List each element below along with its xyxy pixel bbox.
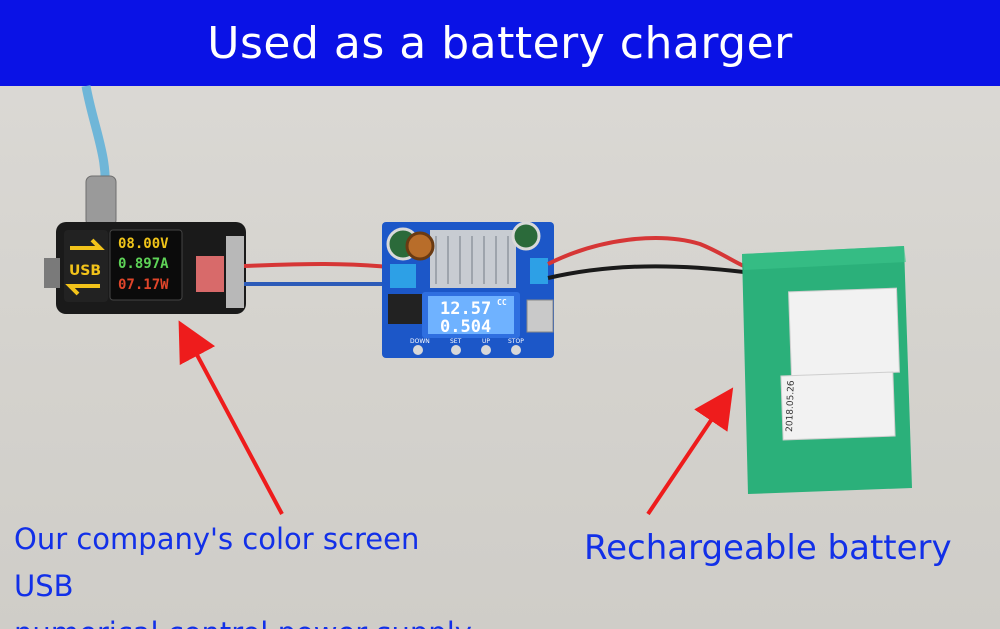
usb-logo-text: USB: [69, 263, 101, 279]
usb-power-readout: 07.17W: [118, 277, 169, 293]
banner-title: Used as a battery charger: [0, 0, 1000, 86]
buck-button-label-down: DOWN: [410, 338, 430, 345]
black-wire-out: [547, 264, 745, 280]
buck-button-label-stop: STOP: [508, 338, 524, 345]
power-supply-caption: Our company's color screen USB numerical…: [14, 516, 484, 629]
power-supply-caption-line2: numerical control power supply: [14, 610, 484, 629]
usb-logo: USB: [65, 238, 105, 296]
buck-current-readout: 0.504: [440, 317, 491, 337]
buck-button-label-up: UP: [482, 338, 490, 345]
power-supply-caption-line1: Our company's color screen USB: [14, 522, 420, 603]
red-wire-out: [547, 236, 745, 268]
rechargeable-battery-pack: [742, 246, 912, 494]
battery-date-label: 2018.05.26: [785, 380, 797, 432]
buck-voltage-readout: 12.57: [440, 299, 491, 319]
battery-caption: Rechargeable battery: [584, 528, 952, 568]
buck-button-label-set: SET: [450, 338, 462, 345]
buck-mode-indicator: CC: [497, 298, 507, 307]
buck-converter-module: [382, 221, 554, 358]
usb-current-readout: 0.897A: [118, 256, 169, 272]
usb-voltage-readout: 08.00V: [118, 236, 169, 252]
usb-plug-housing: [85, 175, 117, 227]
arrow-to-usb-supply: [178, 320, 284, 515]
red-wire-in: [243, 262, 401, 270]
arrow-to-battery: [646, 387, 734, 516]
